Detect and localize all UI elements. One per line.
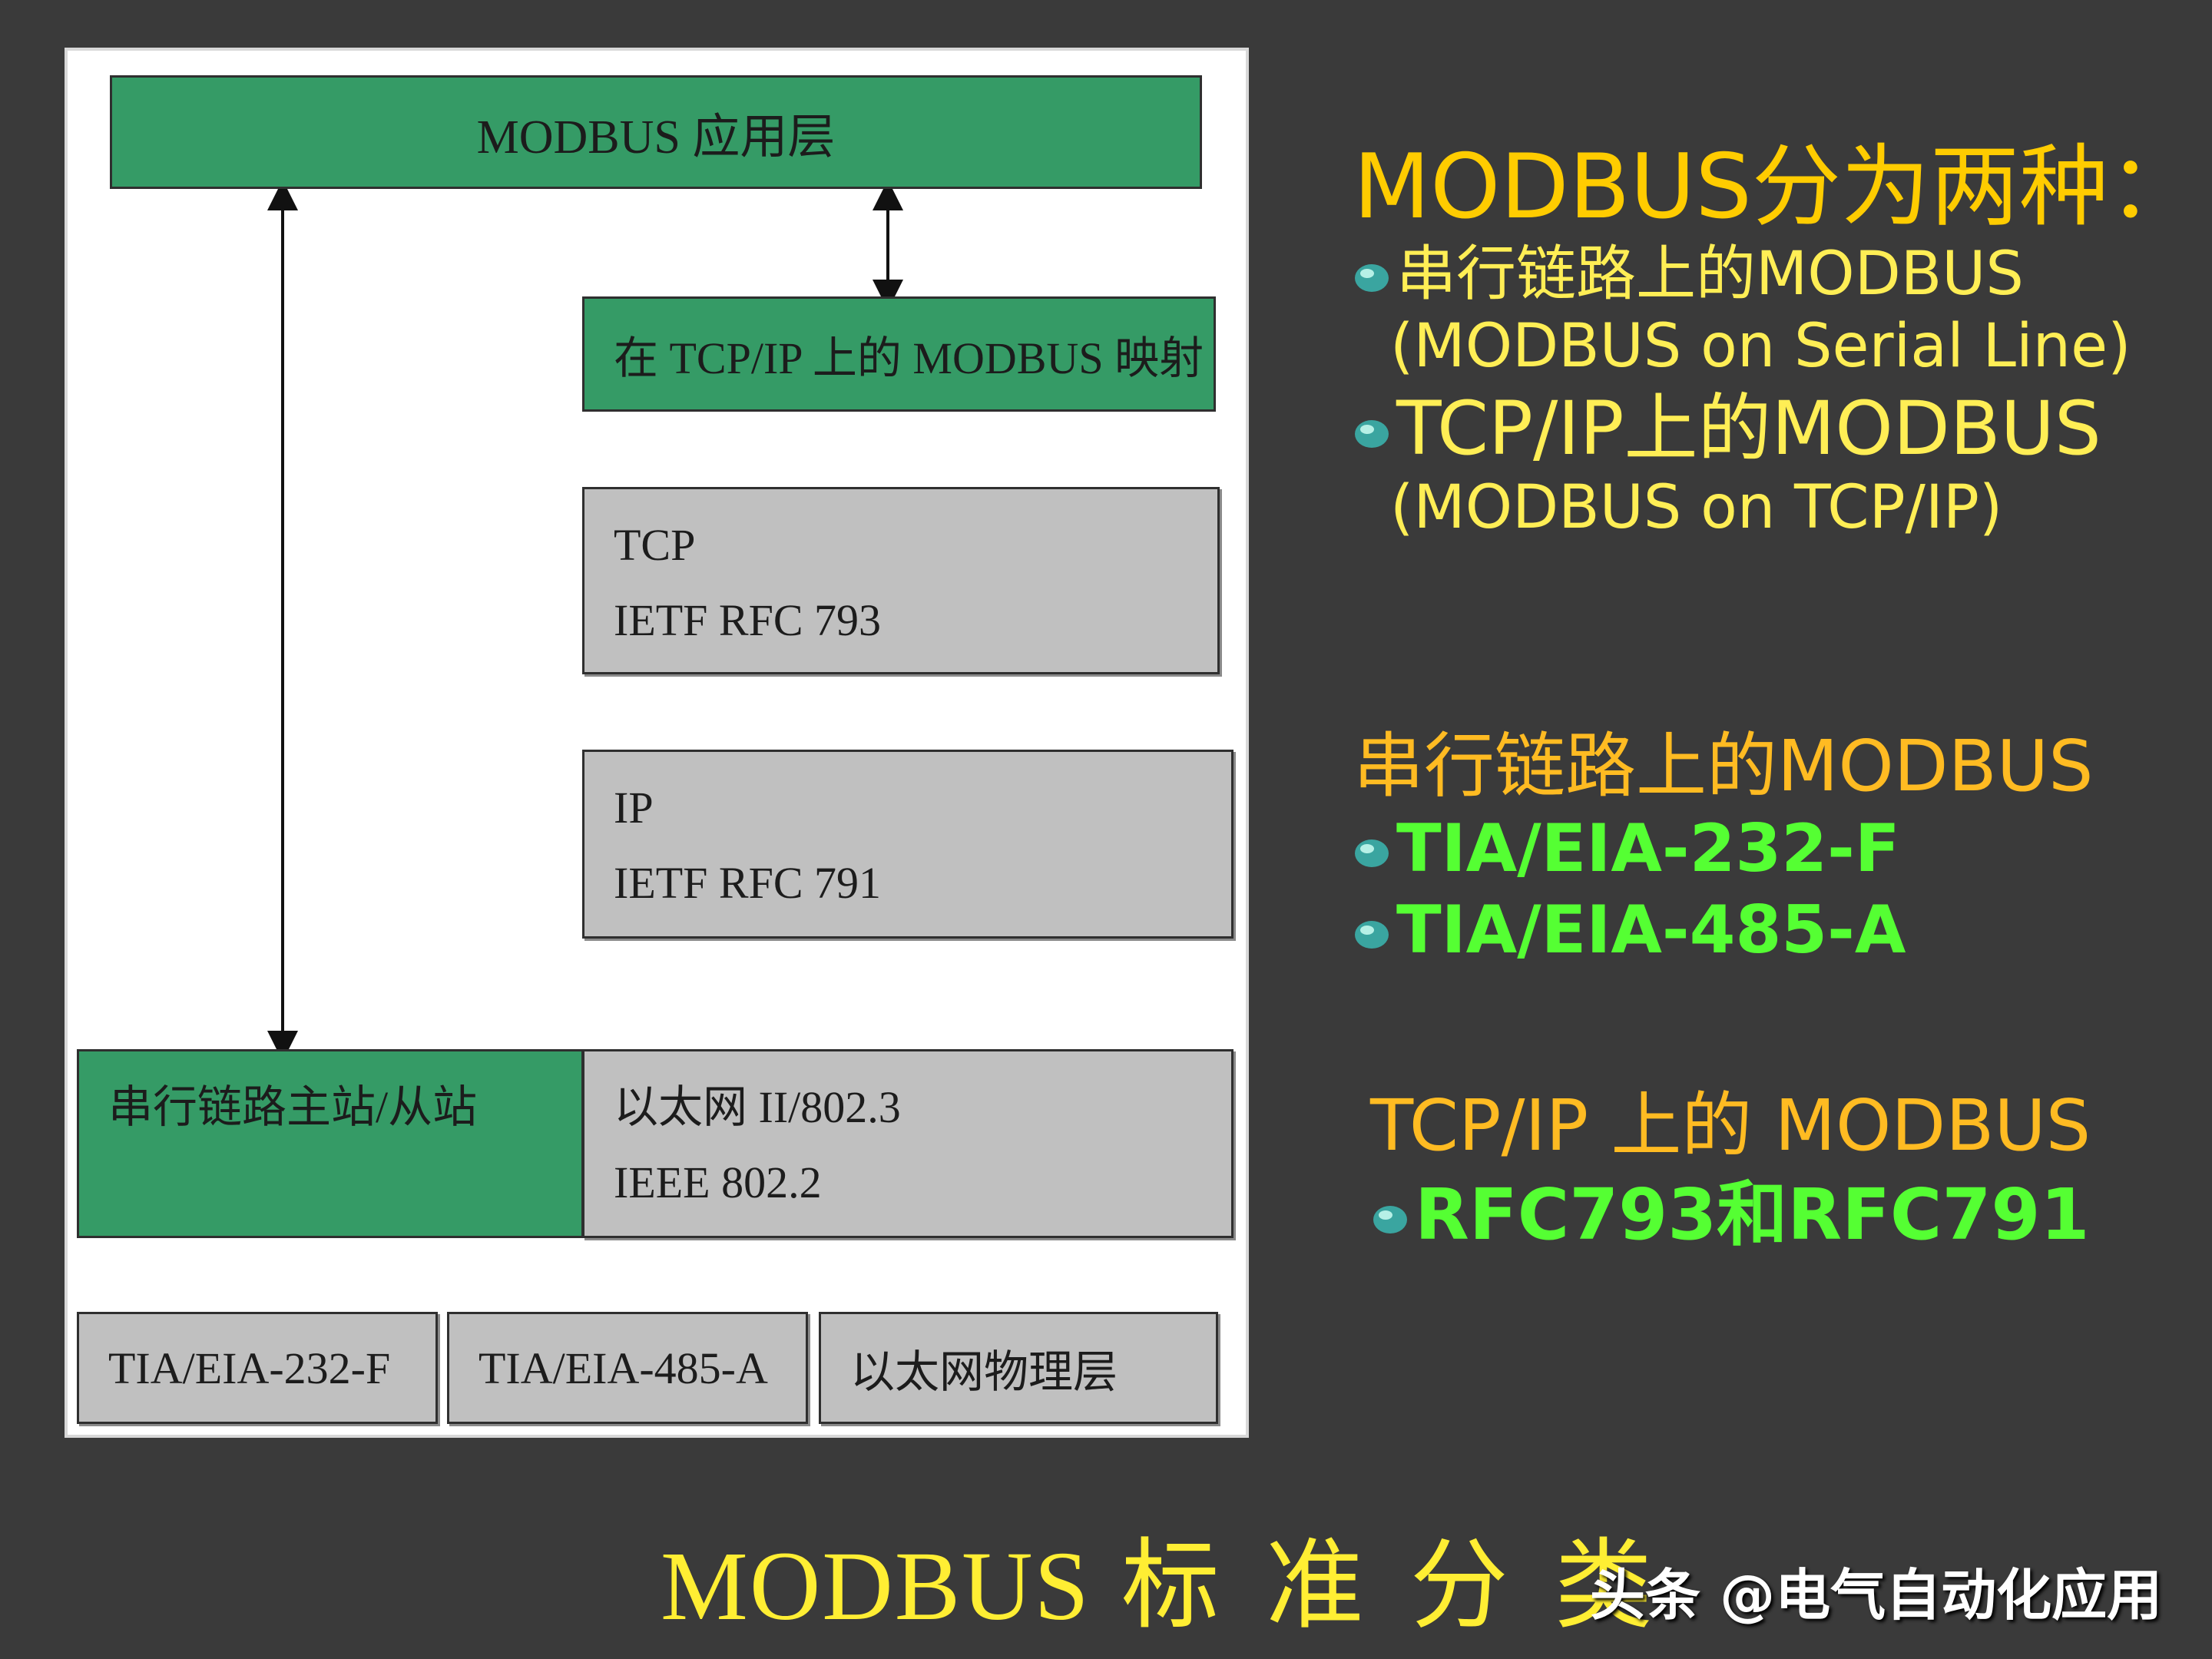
type-tcpip-en: (MODBUS on TCP/IP) (1390, 473, 2003, 542)
type-tcpip-label: TCP/IP上的MODBUS (1396, 386, 2101, 472)
tcpip-mapping-layer: 在 TCP/IP 上的 MODBUS 映射 (582, 296, 1216, 412)
slide-title: MODBUS 标准分类 (661, 1505, 1699, 1647)
type-serial-item: 串行链路上的MODBUS (1350, 244, 2024, 304)
globe-bullet-icon (1355, 839, 1389, 867)
ip-layer: IP IETF RFC 791 (582, 750, 1233, 939)
phy-485-box: TIA/EIA-485-A (447, 1312, 808, 1424)
protocol-stack-diagram: MODBUS 应用层 在 TCP/IP 上的 MODBUS 映射 TCP IET… (65, 48, 1249, 1438)
serial-heading: 串行链路上的MODBUS (1353, 725, 2094, 807)
type-serial-label: 串行链路上的MODBUS (1396, 240, 2024, 309)
serial-std-485: TIA/EIA-485-A (1350, 897, 1906, 963)
phy-ethernet-box: 以太网物理层 (819, 1312, 1218, 1424)
serial-master-slave-label: 串行链路主站/从站 (108, 1082, 478, 1132)
type-serial-en: (MODBUS on Serial Line) (1390, 312, 2131, 381)
connector-arrows (267, 180, 903, 1061)
tcp-rfc-label: IETF RFC 793 (614, 595, 882, 645)
globe-bullet-icon (1373, 1205, 1407, 1233)
ip-label: IP (614, 783, 654, 833)
modbus-application-layer: MODBUS 应用层 (110, 75, 1202, 189)
tcp-label: TCP (614, 520, 696, 570)
phy-232-box: TIA/EIA-232-F (77, 1312, 438, 1424)
ieee-label: IEEE 802.2 (614, 1157, 822, 1207)
watermark: 头条 @电气自动化应用 (1590, 1563, 2163, 1628)
tcp-std-label: RFC793和RFC791 (1415, 1174, 2090, 1256)
serial-std-232: TIA/EIA-232-F (1350, 816, 1900, 882)
globe-bullet-icon (1355, 419, 1389, 448)
ip-rfc-label: IETF RFC 791 (614, 858, 882, 908)
serial-master-slave-layer: 串行链路主站/从站 (77, 1049, 584, 1238)
tcp-heading: TCP/IP 上的 MODBUS (1370, 1084, 2091, 1167)
tcp-layer: TCP IETF RFC 793 (582, 487, 1220, 674)
globe-bullet-icon (1355, 920, 1389, 949)
slide-title-latin: MODBUS (661, 1532, 1091, 1641)
phy-ethernet-label: 以太网物理层 (850, 1347, 1118, 1397)
phy-485-label: TIA/EIA-485-A (478, 1343, 768, 1393)
modbus-application-layer-label: MODBUS 应用层 (476, 111, 836, 164)
serial-std-232-label: TIA/EIA-232-F (1396, 810, 1900, 887)
tcpip-mapping-label: 在 TCP/IP 上的 MODBUS 映射 (614, 333, 1204, 383)
type-tcpip-item: TCP/IP上的MODBUS (1350, 392, 2101, 465)
globe-bullet-icon (1355, 263, 1389, 292)
serial-std-485-label: TIA/EIA-485-A (1396, 892, 1906, 969)
types-heading: MODBUS分为两种： (1353, 135, 2197, 239)
slide-title-han: 标准分类 (1121, 1532, 1699, 1641)
ethernet-label: 以太网 II/802.3 (614, 1082, 901, 1132)
phy-232-label: TIA/EIA-232-F (108, 1343, 391, 1393)
ethernet-layer: 以太网 II/802.3 IEEE 802.2 (582, 1049, 1233, 1238)
tcp-std: RFC793和RFC791 (1369, 1180, 2090, 1250)
